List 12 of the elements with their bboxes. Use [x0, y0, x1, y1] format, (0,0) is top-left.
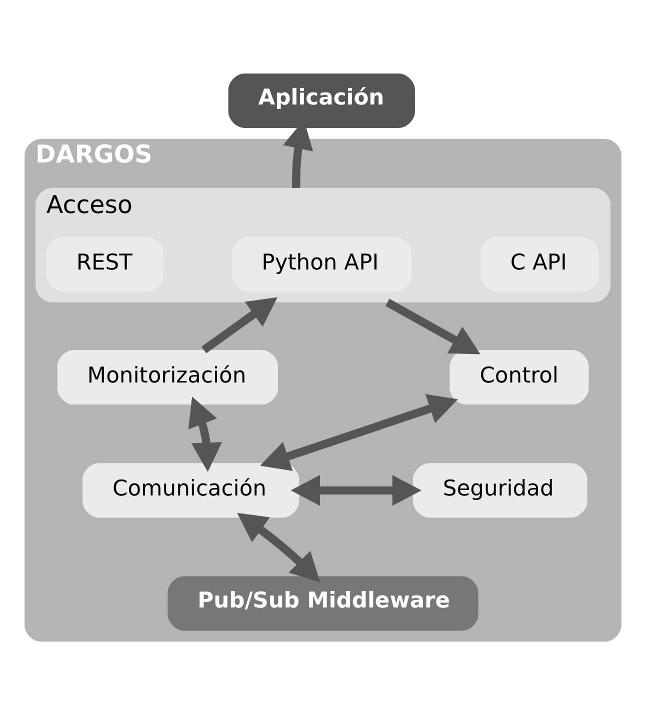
node-box: Monitorización: [57, 350, 278, 404]
node-box: Pub/Sub Middleware: [168, 576, 478, 630]
arrow: [237, 512, 320, 582]
arrow: [386, 298, 480, 354]
arrow: [290, 474, 422, 506]
node-box: Control: [450, 350, 589, 404]
node-box: Aplicación: [228, 72, 415, 128]
node-box: Seguridad: [412, 462, 588, 518]
arrow: [260, 394, 458, 470]
arrow: [202, 296, 278, 353]
node-box: Comunicación: [82, 462, 300, 518]
arrow: [188, 396, 222, 472]
